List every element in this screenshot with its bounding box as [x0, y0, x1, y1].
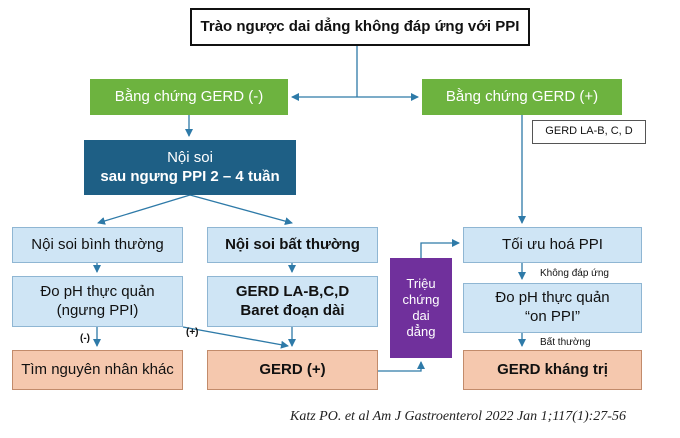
- endoscopy-line2: sau ngưng PPI 2 – 4 tuần: [100, 167, 280, 185]
- persistent-line2: chứng: [402, 291, 440, 307]
- gerd-negative-node: Bằng chứng GERD (-): [90, 79, 288, 115]
- gerd-la-barrett-node: GERD LA-B,C,D Baret đoạn dài: [207, 276, 378, 327]
- edge-label-no-response: Không đáp ứng: [540, 268, 609, 279]
- persistent-line3: dai: [412, 308, 430, 323]
- citation: Katz PO. et al Am J Gastroenterol 2022 J…: [290, 409, 626, 424]
- find-other-cause-node: Tìm nguyên nhân khác: [12, 350, 183, 390]
- edge-persistent-to-optimize: [420, 239, 460, 258]
- persistent-symptoms-node: Triệu chứng dai dẳng: [390, 258, 452, 358]
- edge-gerdplus-to-persistent: [378, 361, 425, 372]
- edge-endo-to-abnormal: [189, 194, 293, 226]
- persistent-line1: Triệu: [406, 275, 436, 291]
- endoscopy-abnormal-node: Nội soi bất thường: [207, 227, 378, 263]
- endoscopy-line1: Nội soi: [167, 148, 213, 166]
- ph-on-line1: Đo pH thực quản: [495, 289, 610, 307]
- persistent-line4: dẳng: [406, 324, 436, 340]
- edge-label-positive: (+): [186, 327, 199, 338]
- ph-off-line2: (ngưng PPI): [56, 301, 139, 319]
- edge-ph-to-gerdplus: [182, 326, 289, 349]
- gerd-lab-line2: Baret đoạn dài: [240, 301, 345, 319]
- gerd-plus-node: GERD (+): [207, 350, 378, 390]
- endoscopy-normal-node: Nội soi bình thường: [12, 227, 183, 263]
- gerd-lab-line1: GERD LA-B,C,D: [235, 282, 350, 300]
- edge-endo-to-normal: [97, 194, 191, 225]
- endoscopy-node: Nội soi sau ngưng PPI 2 – 4 tuần: [84, 140, 296, 195]
- edge-label-abnormal: Bất thường: [540, 337, 591, 348]
- ph-on-ppi-node: Đo pH thực quản “on PPI”: [463, 283, 642, 333]
- ph-off-line1: Đo pH thực quản: [40, 282, 155, 300]
- gerd-la-tag: GERD LA-B, C, D: [532, 120, 646, 144]
- root-node: Trào ngược dai dẳng không đáp ứng với PP…: [190, 8, 530, 46]
- gerd-positive-node: Bằng chứng GERD (+): [422, 79, 622, 115]
- ph-on-line2: “on PPI”: [524, 308, 581, 325]
- ph-off-ppi-node: Đo pH thực quản (ngưng PPI): [12, 276, 183, 327]
- edge-label-negative: (-): [80, 333, 90, 344]
- optimize-ppi-node: Tối ưu hoá PPI: [463, 227, 642, 263]
- gerd-refractory-node: GERD kháng trị: [463, 350, 642, 390]
